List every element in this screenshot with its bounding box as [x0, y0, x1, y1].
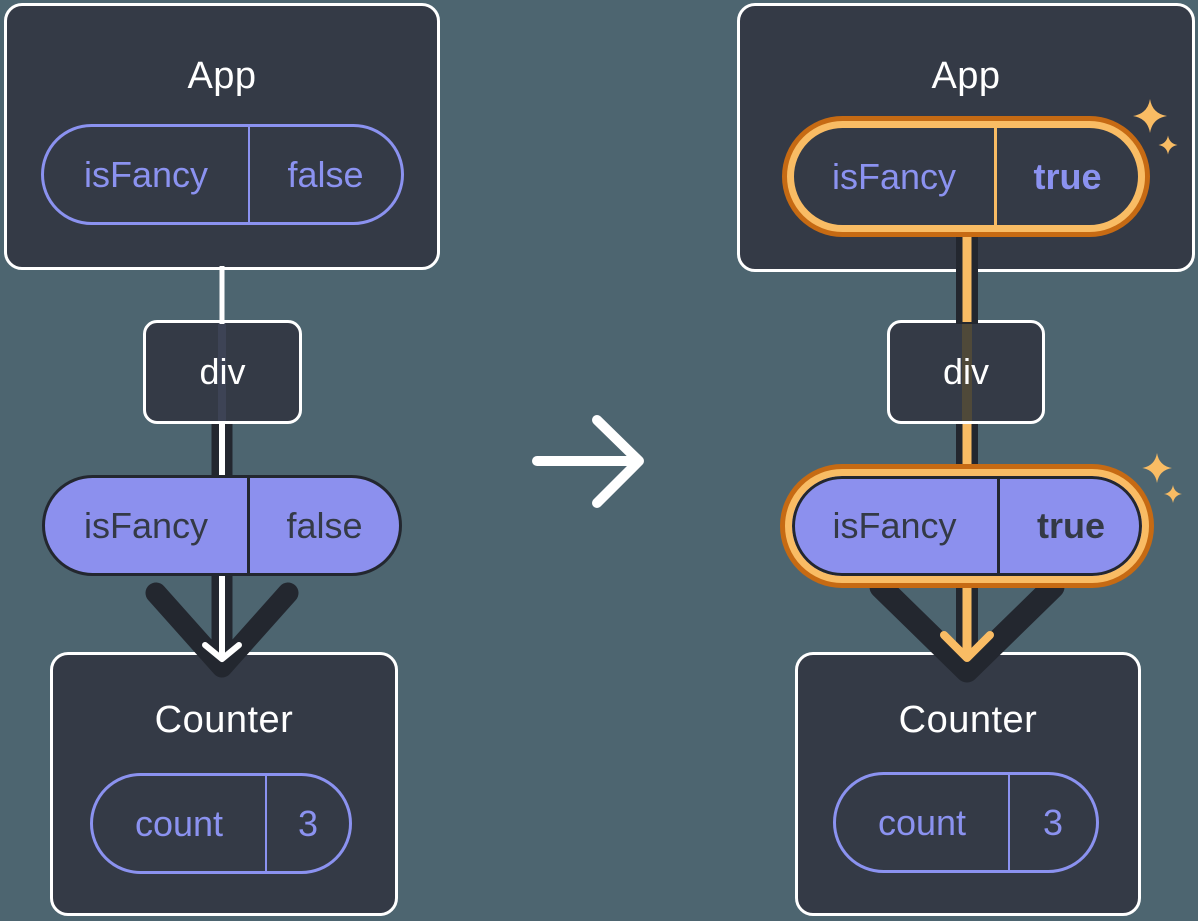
tag-label: div	[942, 351, 990, 392]
arrow-right-icon	[532, 415, 644, 508]
prop-value: true	[1036, 505, 1105, 546]
div-node-card-after: div	[887, 320, 1045, 424]
state-value: 3	[297, 802, 319, 844]
counter-component-card-before: Counter	[50, 652, 398, 916]
state-pill-isfancy-before: isFancy false	[41, 124, 404, 225]
state-name: count	[836, 775, 1010, 870]
component-title: Counter	[898, 699, 1038, 741]
component-title: Counter	[154, 699, 294, 741]
state-value: true	[1033, 155, 1102, 197]
prop-name: isFancy	[792, 476, 1000, 576]
sparkle-icon	[1142, 453, 1172, 483]
state-value: 3	[1042, 801, 1064, 843]
component-title: App	[187, 55, 257, 97]
prop-arrow-after	[869, 232, 1065, 683]
passed-prop-pill-after: isFancy true	[785, 469, 1149, 583]
tag-label: div	[199, 351, 246, 392]
div-node-card-before: div	[143, 320, 302, 424]
state-name: count	[93, 776, 267, 871]
state-pill-count-before: count 3	[90, 773, 352, 874]
component-title: App	[931, 55, 1001, 97]
prop-value: false	[286, 504, 363, 546]
state-name: isFancy	[794, 128, 997, 225]
prop-line-behind-div	[962, 323, 972, 421]
state-pill-isfancy-after: isFancy true	[787, 121, 1145, 232]
state-value: false	[287, 153, 364, 195]
state-pill-count-after: count 3	[833, 772, 1099, 873]
prop-line-behind-div	[218, 323, 226, 421]
prop-name: isFancy	[45, 478, 250, 573]
state-name: isFancy	[44, 127, 250, 222]
passed-prop-pill-before: isFancy false	[42, 475, 402, 576]
sparkle-icon	[1164, 485, 1182, 503]
